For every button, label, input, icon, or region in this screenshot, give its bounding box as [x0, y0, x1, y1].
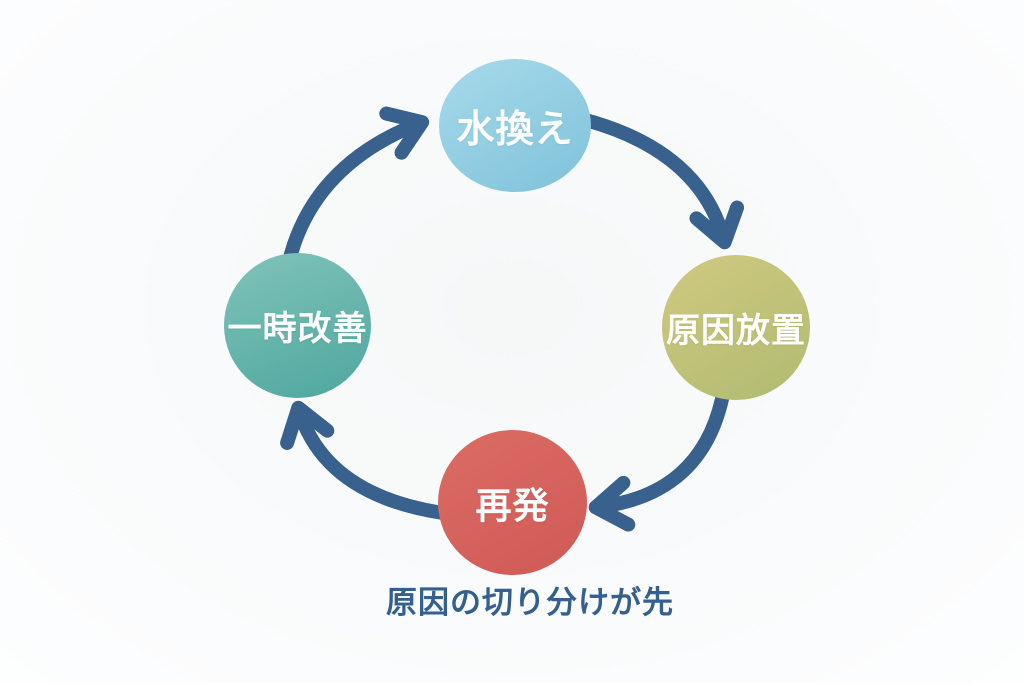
node-temporary-improvement: 一時改善 [224, 253, 371, 398]
arrow-water-change-to-cause-neglected [575, 112, 745, 250]
node-recurrence: 再発 [438, 430, 587, 575]
node-cause-neglected: 原因放置 [662, 255, 810, 400]
node-water-change-label: 水換え [456, 107, 574, 151]
arrow-temporary-improvement-to-water-change [284, 106, 430, 261]
node-cause-neglected-label: 原因放置 [666, 311, 806, 351]
arrow-recurrence-to-temporary-improvement [280, 400, 450, 520]
diagram-caption: 原因の切り分けが先 [386, 585, 674, 621]
node-temporary-improvement-label: 一時改善 [227, 309, 368, 349]
arrow-cause-neglected-to-recurrence [588, 392, 729, 532]
node-water-change: 水換え [439, 59, 591, 192]
node-recurrence-label: 再発 [475, 485, 550, 527]
